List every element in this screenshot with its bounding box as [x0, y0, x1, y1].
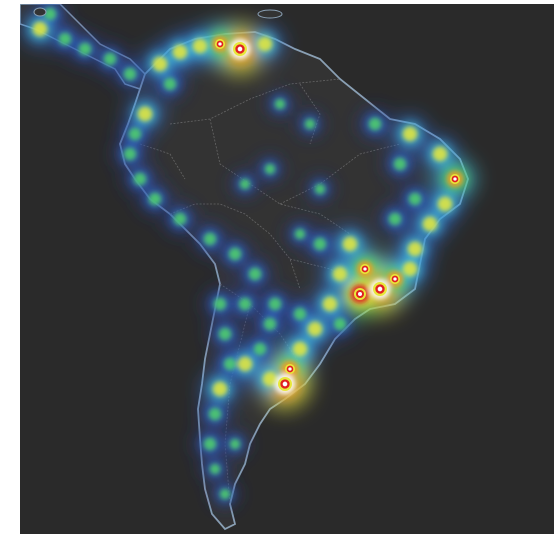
- light-glow-spot: [229, 438, 241, 450]
- light-hotspot: [393, 277, 397, 281]
- light-glow-spot: [237, 356, 253, 372]
- light-glow-core: [32, 7, 464, 500]
- light-glow-spot: [173, 212, 187, 226]
- light-glow-spot: [137, 106, 153, 122]
- light-glow-spot: [257, 36, 273, 52]
- light-glow-spot: [408, 192, 422, 206]
- light-glow-spot: [163, 77, 177, 91]
- light-glow-spot: [128, 127, 142, 141]
- light-glow-spot: [294, 228, 306, 240]
- light-hotspot: [218, 42, 222, 46]
- light-pollution-map: [20, 4, 554, 534]
- light-glow-spot: [393, 157, 407, 171]
- light-glow-spot: [123, 67, 137, 81]
- light-glow-spot: [192, 38, 208, 54]
- light-glow-spot: [58, 32, 72, 46]
- light-hotspot: [237, 46, 243, 52]
- caribbean-islands: [33, 7, 283, 19]
- light-glow-spot: [422, 216, 438, 232]
- light-glow-spot: [437, 196, 453, 212]
- light-glow-spot: [212, 381, 228, 397]
- light-glow-spot: [332, 266, 348, 282]
- light-glow-spot: [219, 488, 231, 500]
- light-glow-spot: [223, 357, 237, 371]
- light-glow-spot: [248, 267, 262, 281]
- light-glow-spot: [208, 407, 222, 421]
- light-hotspot: [358, 292, 362, 296]
- light-hotspot: [288, 367, 292, 371]
- light-glow-spot: [402, 261, 418, 277]
- light-glow-spot: [262, 371, 278, 387]
- light-glow-spot: [292, 341, 308, 357]
- light-glow-spot: [78, 42, 92, 56]
- light-glow-spot: [103, 52, 117, 66]
- light-glow-spot: [152, 56, 168, 72]
- light-glow-spot: [314, 183, 326, 195]
- light-glow-spot: [407, 241, 423, 257]
- light-glow-spot: [239, 178, 251, 190]
- light-glow-spot: [172, 44, 188, 60]
- light-glow-spot: [333, 317, 347, 331]
- light-glow-spot: [304, 118, 316, 130]
- light-glow-spot: [368, 117, 382, 131]
- light-glow-spot: [203, 232, 217, 246]
- light-glow-spot: [148, 192, 162, 206]
- light-glow-spot: [133, 172, 147, 186]
- light-glow-spot: [43, 7, 57, 21]
- light-glow-spot: [274, 98, 286, 110]
- light-glow-spot: [268, 297, 282, 311]
- map-canvas: [20, 4, 554, 534]
- light-glow-spot: [253, 342, 267, 356]
- light-glow-spot: [238, 297, 252, 311]
- light-glow-spot: [432, 146, 448, 162]
- light-glow-spot: [213, 297, 227, 311]
- light-glow-spot: [342, 236, 358, 252]
- light-glow-spot: [322, 296, 338, 312]
- light-glow-spot: [388, 212, 402, 226]
- light-hotspot: [377, 286, 383, 292]
- light-glow-spot: [32, 21, 48, 37]
- light-glow-spot: [228, 247, 242, 261]
- light-hotspot: [453, 177, 457, 181]
- light-hotspot: [282, 381, 288, 387]
- light-glow-spot: [263, 317, 277, 331]
- light-glow-spot: [293, 307, 307, 321]
- light-hotspots: [215, 39, 460, 391]
- light-glow-spot: [313, 237, 327, 251]
- light-glow-spot: [209, 463, 221, 475]
- light-glow-spot: [123, 147, 137, 161]
- light-glow-spot: [402, 126, 418, 142]
- light-hotspot: [363, 267, 367, 271]
- light-glow-spot: [264, 163, 276, 175]
- light-glow-spot: [203, 437, 217, 451]
- light-glow-spot: [218, 327, 232, 341]
- light-glow-spot: [307, 321, 323, 337]
